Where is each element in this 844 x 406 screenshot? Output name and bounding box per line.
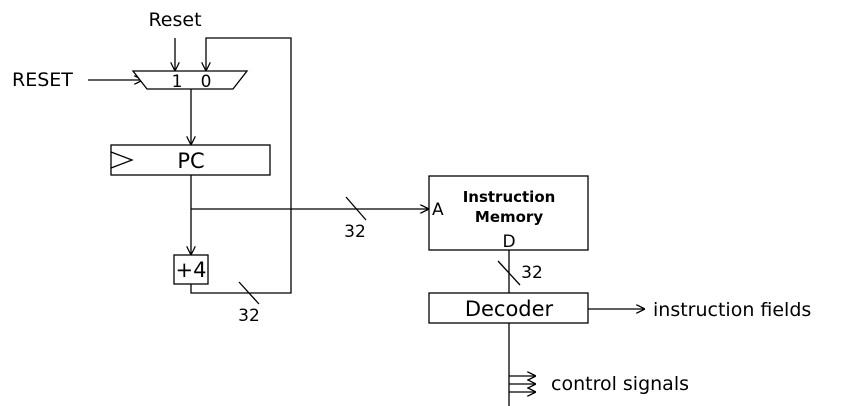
bus-width-decoder: 32 <box>521 263 543 283</box>
decoder-label: Decoder <box>465 297 554 321</box>
bus-width-pc: 32 <box>344 222 366 242</box>
pc-increment-loop-wire <box>190 37 292 294</box>
mux-input-1: 1 <box>172 72 183 92</box>
plus4-label: +4 <box>176 258 207 282</box>
bus-width-tick-loop <box>238 281 260 305</box>
imem-title-line2: Memory <box>475 208 543 226</box>
bus-width-tick-decoder <box>497 260 521 286</box>
reset-input-label: RESET <box>12 69 73 91</box>
pc-register <box>110 144 271 176</box>
imem-address-port: A <box>432 200 444 220</box>
reset-label: Reset <box>148 9 201 31</box>
instruction-fields-label: instruction fields <box>653 299 811 321</box>
decoder <box>428 292 589 324</box>
imem-title-line1: Instruction <box>463 188 556 206</box>
pc-label: PC <box>177 149 204 173</box>
mux-input-0: 0 <box>201 72 212 92</box>
imem-data-port: D <box>502 232 515 252</box>
bus-width-tick-pc <box>345 196 367 221</box>
plus4-adder <box>173 254 209 285</box>
control-signals-label: control signals <box>551 373 689 395</box>
bus-width-loop: 32 <box>238 306 260 326</box>
pc-mux <box>131 70 249 90</box>
clock-input-icon <box>110 151 134 169</box>
